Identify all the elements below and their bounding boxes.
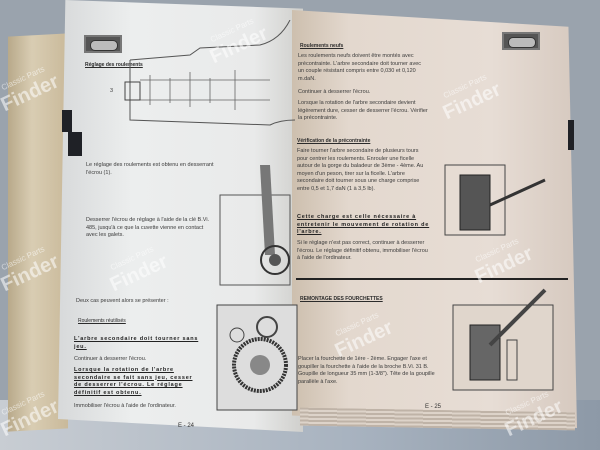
wrench-adjustment-illustration: [219, 165, 291, 286]
page-tab: [62, 110, 72, 132]
right-para: Si le réglage n'est pas correct, continu…: [297, 240, 428, 261]
section-logo: [84, 35, 122, 53]
right-heading: Roulements neufs: [300, 43, 344, 49]
left-para: L'arbre secondaire doit tourner sans jeu…: [74, 336, 199, 350]
left-para: Lorsque la rotation de l'arbre secondair…: [74, 367, 193, 396]
left-subheading: Roulements réutilisés: [78, 318, 126, 324]
right-para: Cette charge est celle nécessaire à entr…: [297, 214, 430, 235]
left-heading: Réglage des roulements: [85, 62, 143, 68]
left-para: Immobiliser l'écrou à l'aide de l'ordina…: [74, 403, 176, 409]
right-para: Lorsque la rotation de l'arbre secondair…: [298, 100, 428, 121]
section-divider: [296, 278, 568, 280]
right-para: Faire tourner l'arbre secondaire de plus…: [297, 148, 424, 192]
right-para: Placer la fourchette de 1ère - 2ème. Eng…: [298, 356, 435, 385]
right-para: Les roulements neufs doivent être montés…: [298, 53, 422, 82]
page-number: E - 24: [178, 423, 195, 429]
preload-check-illustration: [444, 164, 546, 236]
page-tab: [568, 120, 574, 150]
left-para: Continuer à desserrer l'écrou.: [74, 356, 147, 362]
gear-housing-illustration: [216, 304, 298, 411]
left-para: Le réglage des roulements est obtenu en …: [86, 162, 214, 176]
right-heading: Vérification de la précontrainte: [297, 138, 371, 144]
page-number: E - 25: [425, 404, 442, 410]
fork-reassembly-illustration: [452, 288, 554, 391]
section-logo: [502, 32, 540, 50]
left-para: Deux cas peuvent alors se présenter :: [76, 298, 169, 304]
right-para: Continuer à desserrer l'écrou.: [298, 89, 371, 95]
figure-callout: 3: [110, 88, 114, 94]
gearbox-section-drawing: [124, 20, 296, 126]
page-tab: [68, 132, 82, 156]
right-heading: REMONTAGE DES FOURCHETTES: [300, 296, 383, 302]
left-para: Desserrer l'écrou de réglage à l'aide de…: [86, 217, 210, 238]
